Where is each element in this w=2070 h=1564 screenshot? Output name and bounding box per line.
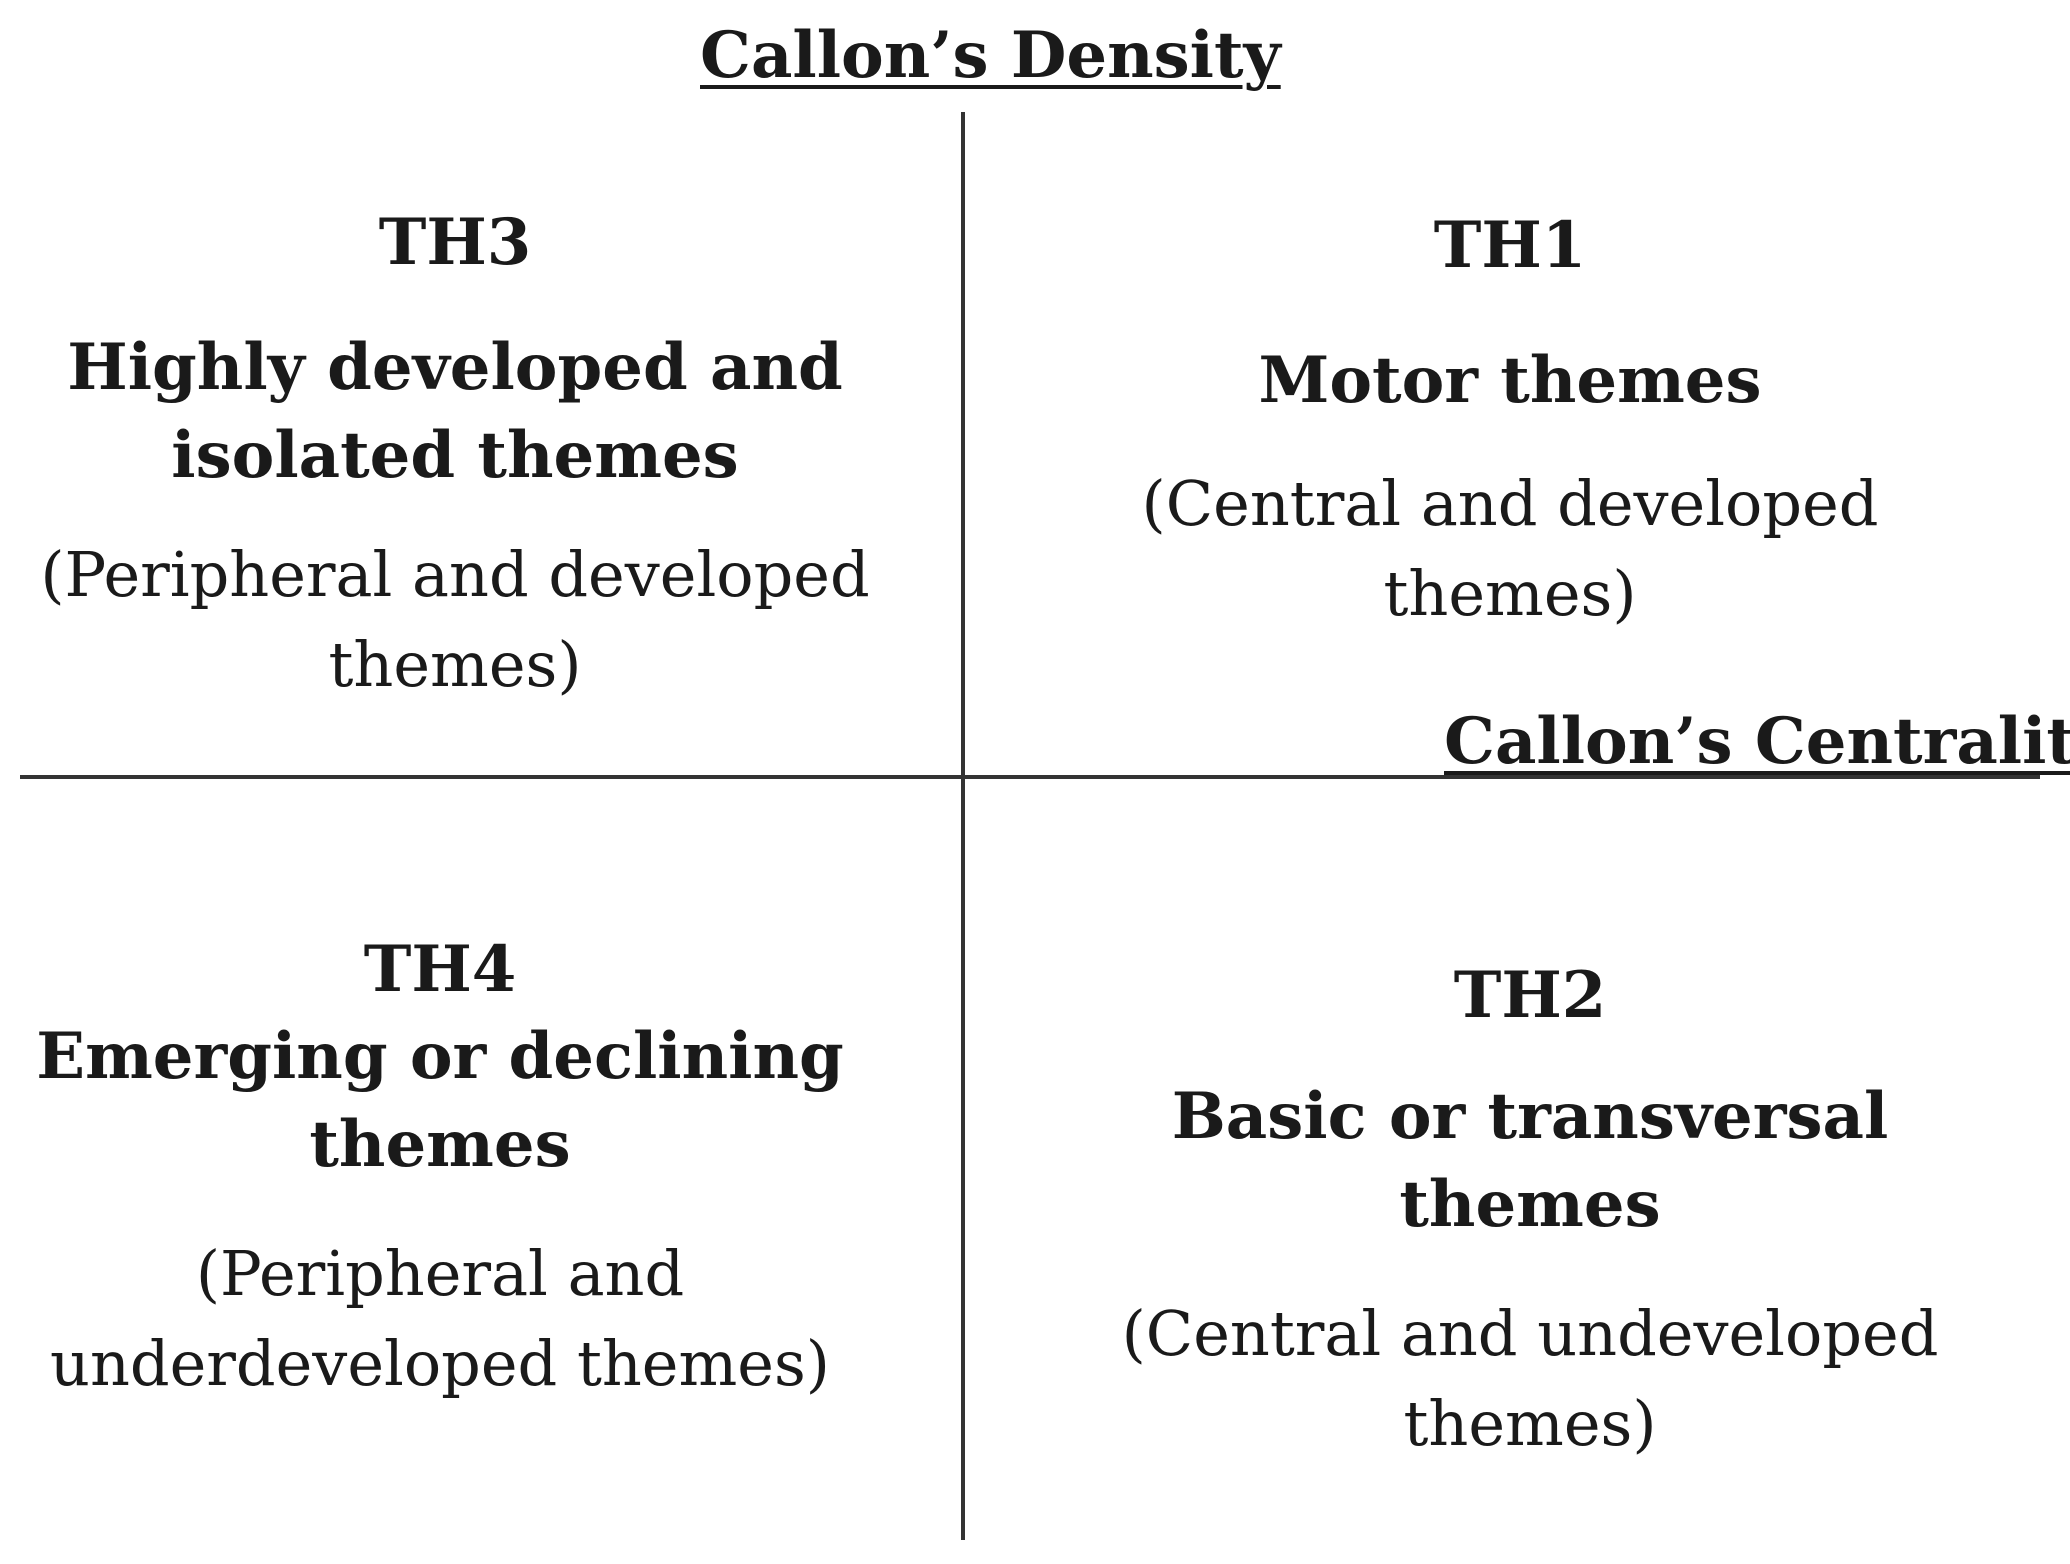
quadrant-description-line: (Central and undeveloped [1121, 1297, 1939, 1371]
quadrant-name: Highly developed and isolated themes [30, 324, 880, 501]
quadrant-name-line: Motor themes [1258, 342, 1762, 418]
quadrant-name: Emerging or declining themes [20, 1013, 860, 1190]
quadrant-code: TH2 [1453, 958, 1607, 1033]
quadrant-description-line: (Central and developed [1141, 467, 1879, 541]
quadrant-description-line: (Peripheral and [195, 1237, 685, 1311]
centrality-axis-title: Callon’s Centrality [1444, 704, 2070, 779]
quadrant-description-line: themes) [1403, 1387, 1657, 1461]
quadrant-name-line: themes [309, 1107, 571, 1183]
quadrant-code: TH4 [363, 932, 517, 1007]
quadrant-name: Basic or transversal themes [1040, 1073, 2020, 1250]
quadrant-th2: TH2 Basic or transversal themes (Central… [1040, 958, 2020, 1469]
quadrant-description-line: themes) [1383, 557, 1637, 630]
quadrant-description: (Central and undeveloped themes) [1040, 1289, 2020, 1469]
quadrant-name-line: Highly developed and [67, 329, 843, 405]
quadrant-name-line: Basic or transversal themes [1171, 1078, 1889, 1243]
quadrant-description: (Peripheral and underdeveloped themes) [20, 1229, 860, 1409]
quadrant-description-line: themes) [328, 628, 582, 702]
quadrant-th3: TH3 Highly developed and isolated themes… [30, 205, 880, 710]
vertical-axis-line [961, 112, 965, 1540]
quadrant-description: (Central and developed themes) [1100, 459, 1920, 639]
quadrant-description: (Peripheral and developed themes) [30, 530, 880, 710]
quadrant-th4: TH4 Emerging or declining themes (Periph… [20, 932, 860, 1409]
quadrant-name: Motor themes [1100, 337, 1920, 425]
quadrant-th1: TH1 Motor themes (Central and developed … [1100, 208, 1920, 639]
quadrant-code: TH1 [1433, 208, 1587, 283]
quadrant-name-line: isolated themes [171, 418, 739, 494]
quadrant-description-line: (Peripheral and developed [40, 538, 870, 612]
density-axis-title: Callon’s Density [700, 18, 1281, 93]
quadrant-name-line: Emerging or declining [36, 1018, 844, 1094]
quadrant-description-line: underdeveloped themes) [50, 1327, 830, 1401]
horizontal-axis-line [20, 775, 2040, 779]
quadrant-code: TH3 [378, 205, 532, 280]
